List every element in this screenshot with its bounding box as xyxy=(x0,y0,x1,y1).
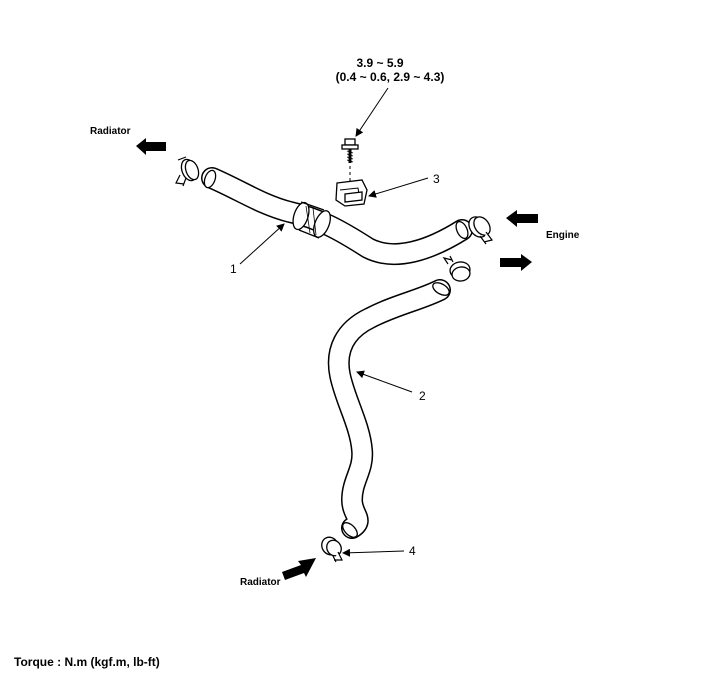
flow-arrow-engine-in xyxy=(506,210,538,227)
upper-radiator-hose xyxy=(201,167,473,266)
hose-clamp-radiator-lower xyxy=(321,536,343,563)
label-radiator-bottom: Radiator xyxy=(240,577,281,588)
hose-clamp-engine-upper xyxy=(468,216,494,245)
torque-leader xyxy=(355,87,389,137)
leader-1 xyxy=(239,223,285,265)
leader-2 xyxy=(356,370,413,393)
mounting-bolt xyxy=(341,138,359,185)
label-engine: Engine xyxy=(546,230,580,241)
torque-unit-note: Torque : N.m (kgf.m, lb-ft) xyxy=(14,655,160,669)
hose-joint-collar xyxy=(292,201,331,239)
callout-3: 3 xyxy=(433,172,440,186)
flow-arrow-radiator-bottom xyxy=(282,558,316,580)
flow-arrow-engine-out xyxy=(500,254,532,271)
hose-bracket xyxy=(335,179,368,207)
leader-4 xyxy=(342,548,405,557)
flow-arrow-radiator-top xyxy=(136,138,166,155)
leader-3 xyxy=(368,177,429,198)
hose-clamp-engine-lower xyxy=(442,255,471,282)
callout-1: 1 xyxy=(230,262,237,276)
torque-value-nm: 3.9 ~ 5.9 xyxy=(356,56,404,70)
callout-2: 2 xyxy=(419,389,426,403)
label-radiator-top: Radiator xyxy=(90,126,131,137)
lower-radiator-hose xyxy=(327,279,451,539)
hose-clamp-radiator-upper xyxy=(175,156,200,187)
callout-4: 4 xyxy=(409,544,416,558)
torque-value-alt: (0.4 ~ 0.6, 2.9 ~ 4.3) xyxy=(335,70,445,84)
